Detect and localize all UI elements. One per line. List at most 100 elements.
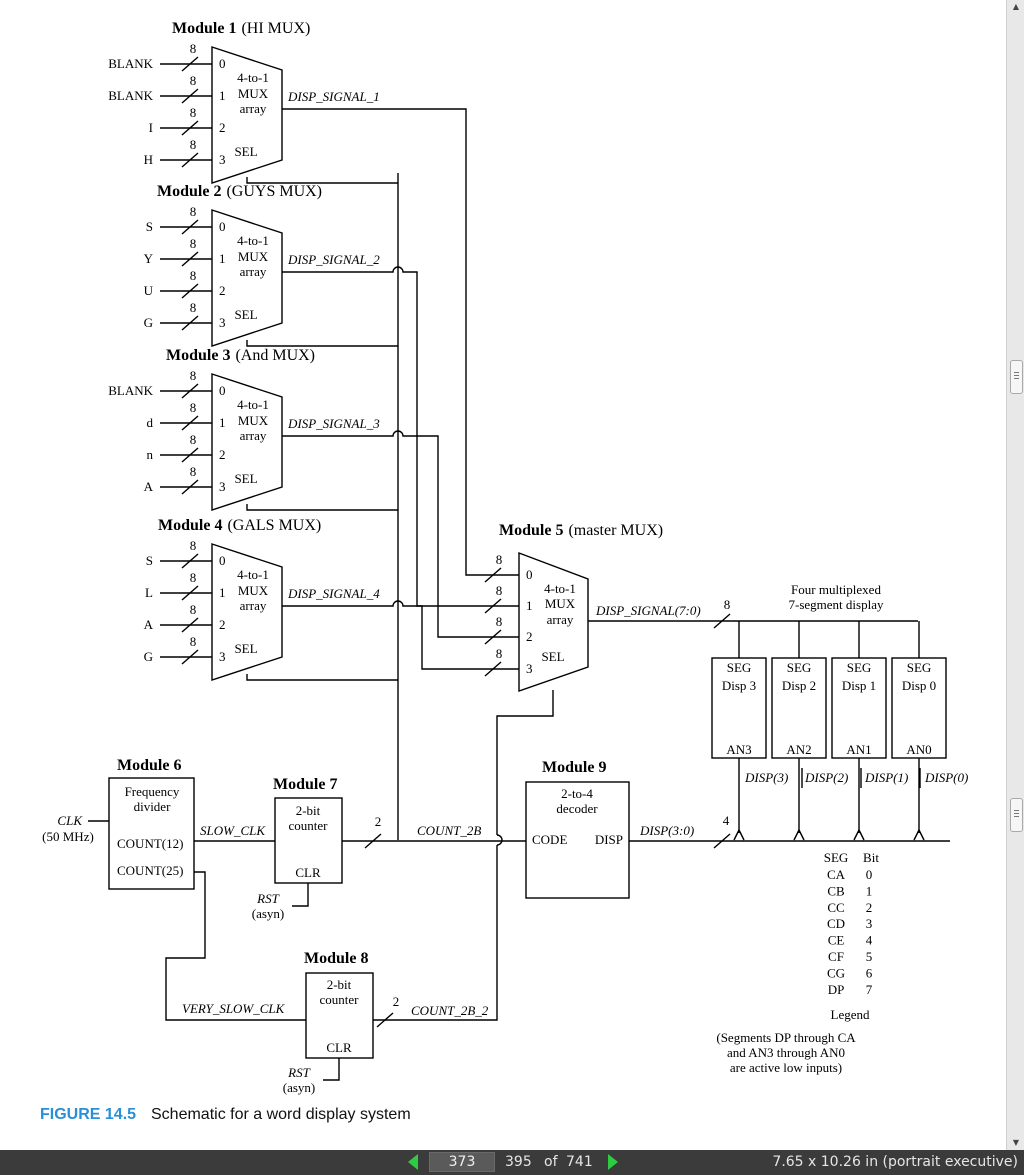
clk-label: CLK xyxy=(57,813,83,828)
select-wire xyxy=(246,177,398,184)
legend-seg: CC xyxy=(827,900,844,915)
display-signal-label: DISP(1) xyxy=(864,770,908,785)
signal-label: VERY_SLOW_CLK xyxy=(182,1001,286,1016)
master-output-label: DISP_SIGNAL(7:0) xyxy=(595,603,701,618)
mux-index-label: 3 xyxy=(219,479,226,494)
mux-label: MUX xyxy=(238,413,269,428)
mux-body xyxy=(211,543,283,681)
module-title-suffix: (And MUX) xyxy=(235,347,315,364)
mux-index-label: 3 xyxy=(526,661,533,676)
scroll-down-icon[interactable]: ▼ xyxy=(1012,1138,1020,1147)
display-name-label: Disp 0 xyxy=(902,678,936,693)
mux-index-label: 2 xyxy=(526,629,533,644)
select-wire xyxy=(246,674,398,681)
scroll-up-icon[interactable]: ▲ xyxy=(1012,2,1020,11)
bus-slash xyxy=(181,553,199,569)
figure-number: FIGURE 14.5 xyxy=(40,1106,136,1123)
mux-input-label: A xyxy=(144,479,154,494)
next-page-icon[interactable] xyxy=(608,1154,618,1170)
module-title-suffix: (GUYS MUX) xyxy=(226,183,322,200)
mux-output-wire xyxy=(282,430,519,638)
mux-sel-label: SEL xyxy=(234,641,257,656)
mux-label: array xyxy=(240,598,267,613)
bus-width-label: 8 xyxy=(496,583,503,598)
rst-note: (asyn) xyxy=(283,1080,316,1095)
legend-bit: 1 xyxy=(866,883,873,898)
display-anode-label: AN3 xyxy=(726,742,751,757)
rst-note: (asyn) xyxy=(252,906,285,921)
bus-width-label: 8 xyxy=(190,73,197,88)
select-wire xyxy=(246,504,398,511)
mux-label: MUX xyxy=(545,596,576,611)
legend-bit: 5 xyxy=(866,949,873,964)
seven-segment-display xyxy=(891,657,947,759)
rst-wire xyxy=(323,1058,340,1081)
mux-label: array xyxy=(240,101,267,116)
bus-slash xyxy=(181,219,199,235)
legend-head: SEG xyxy=(824,850,849,865)
mux-index-label: 0 xyxy=(219,383,226,398)
module-title: Module 8 xyxy=(304,950,368,967)
mux-input-label: L xyxy=(145,585,153,600)
bus-width-label: 8 xyxy=(190,602,197,617)
rst-label: RST xyxy=(287,1065,310,1080)
display-seg-label: SEG xyxy=(907,660,932,675)
bus-width-label: 8 xyxy=(190,105,197,120)
legend-title: Legend xyxy=(831,1007,870,1022)
display-name-label: Disp 1 xyxy=(842,678,876,693)
bus-slash xyxy=(181,152,199,168)
module-title: Module 7 xyxy=(273,776,337,793)
bus-slash xyxy=(181,120,199,136)
mux-index-label: 1 xyxy=(219,251,226,266)
bus-width-label: 2 xyxy=(375,814,382,829)
display-seg-label: SEG xyxy=(787,660,812,675)
scroll-thumb-secondary[interactable] xyxy=(1010,798,1023,832)
block-label: 2-to-4 xyxy=(561,786,593,801)
display-anode-label: AN2 xyxy=(786,742,811,757)
bus-slash xyxy=(181,447,199,463)
rst-label: RST xyxy=(256,891,279,906)
mux-output-wire xyxy=(282,108,519,576)
mux-input-label: BLANK xyxy=(108,383,153,398)
mux-index-label: 0 xyxy=(219,56,226,71)
wire-hop xyxy=(496,834,503,846)
previous-page-icon[interactable] xyxy=(408,1154,418,1170)
module-title-suffix: (GALS MUX) xyxy=(227,517,321,534)
counter-block xyxy=(305,972,374,1059)
port-label: COUNT(25) xyxy=(117,863,183,878)
display-title: Four multiplexed xyxy=(791,582,881,597)
bus-width-label: 2 xyxy=(393,994,400,1009)
bus-width-label: 8 xyxy=(190,464,197,479)
mux-label: 4-to-1 xyxy=(544,581,576,596)
mux-input-label: I xyxy=(149,120,153,135)
mux-index-label: 1 xyxy=(219,415,226,430)
legend-bit: 2 xyxy=(866,900,873,915)
bus-slash xyxy=(376,1012,394,1028)
mux-input-label: H xyxy=(144,152,153,167)
mux-input-label: Y xyxy=(144,251,154,266)
block-label: Frequency xyxy=(125,784,180,799)
clr-label: CLR xyxy=(326,1040,352,1055)
mux-output-label: DISP_SIGNAL_2 xyxy=(287,252,380,267)
display-title: 7-segment display xyxy=(789,597,884,612)
mux-input-label: U xyxy=(144,283,154,298)
mux-output-label: DISP_SIGNAL_3 xyxy=(287,416,380,431)
mux-body xyxy=(211,373,283,511)
vertical-scrollbar[interactable]: ▲ ▼ xyxy=(1006,0,1024,1150)
page-size-label: 7.65 x 10.26 in (portrait executive) xyxy=(772,1154,1018,1170)
legend-bit: 0 xyxy=(866,867,873,882)
bus-width-label: 8 xyxy=(190,41,197,56)
module-title-main: Module 2 xyxy=(157,183,221,200)
anode-arrow-icon xyxy=(793,828,805,841)
legend-bit: 3 xyxy=(866,916,873,931)
mux-label: array xyxy=(240,264,267,279)
bus-slash xyxy=(181,415,199,431)
mux-label: array xyxy=(547,612,574,627)
mux-index-label: 1 xyxy=(219,88,226,103)
mux-index-label: 0 xyxy=(219,553,226,568)
mux-index-label: 3 xyxy=(219,649,226,664)
page-number-input[interactable] xyxy=(429,1152,495,1172)
scroll-thumb[interactable] xyxy=(1010,360,1023,394)
clr-label: CLR xyxy=(295,865,321,880)
